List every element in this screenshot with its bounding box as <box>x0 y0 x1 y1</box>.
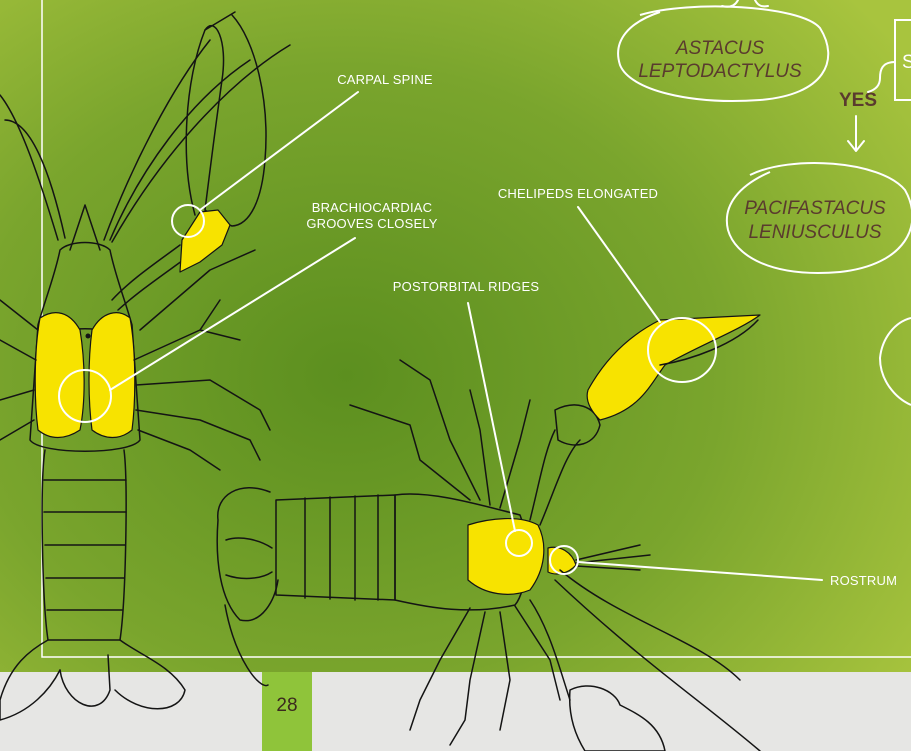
page-number: 28 <box>276 695 297 716</box>
rostrum-label: ROSTRUM <box>830 573 897 588</box>
species-b-line2: LENIUSCULUS <box>748 222 881 243</box>
yes-label: YES <box>839 90 877 111</box>
brachiocardiac-label-line2: GROOVES CLOSELY <box>306 216 437 231</box>
species-a-line2: LEPTODACTYLUS <box>638 61 802 82</box>
postorbital-ridges-highlight <box>468 519 544 595</box>
footer-band <box>0 672 911 751</box>
species-a-line1: ASTACUS <box>675 38 765 59</box>
carpal-spine-label: CARPAL SPINE <box>337 72 433 87</box>
species-b-line1: PACIFASTACUS <box>744 198 886 219</box>
chelipeds-label: CHELIPEDS ELONGATED <box>498 186 658 201</box>
brachiocardiac-label-line1: BRACHIOCARDIAC <box>312 200 433 215</box>
next-step-box-letter: S <box>902 52 911 73</box>
carapace-highlight-left <box>35 313 84 438</box>
postorbital-label: POSTORBITAL RIDGES <box>393 279 540 294</box>
